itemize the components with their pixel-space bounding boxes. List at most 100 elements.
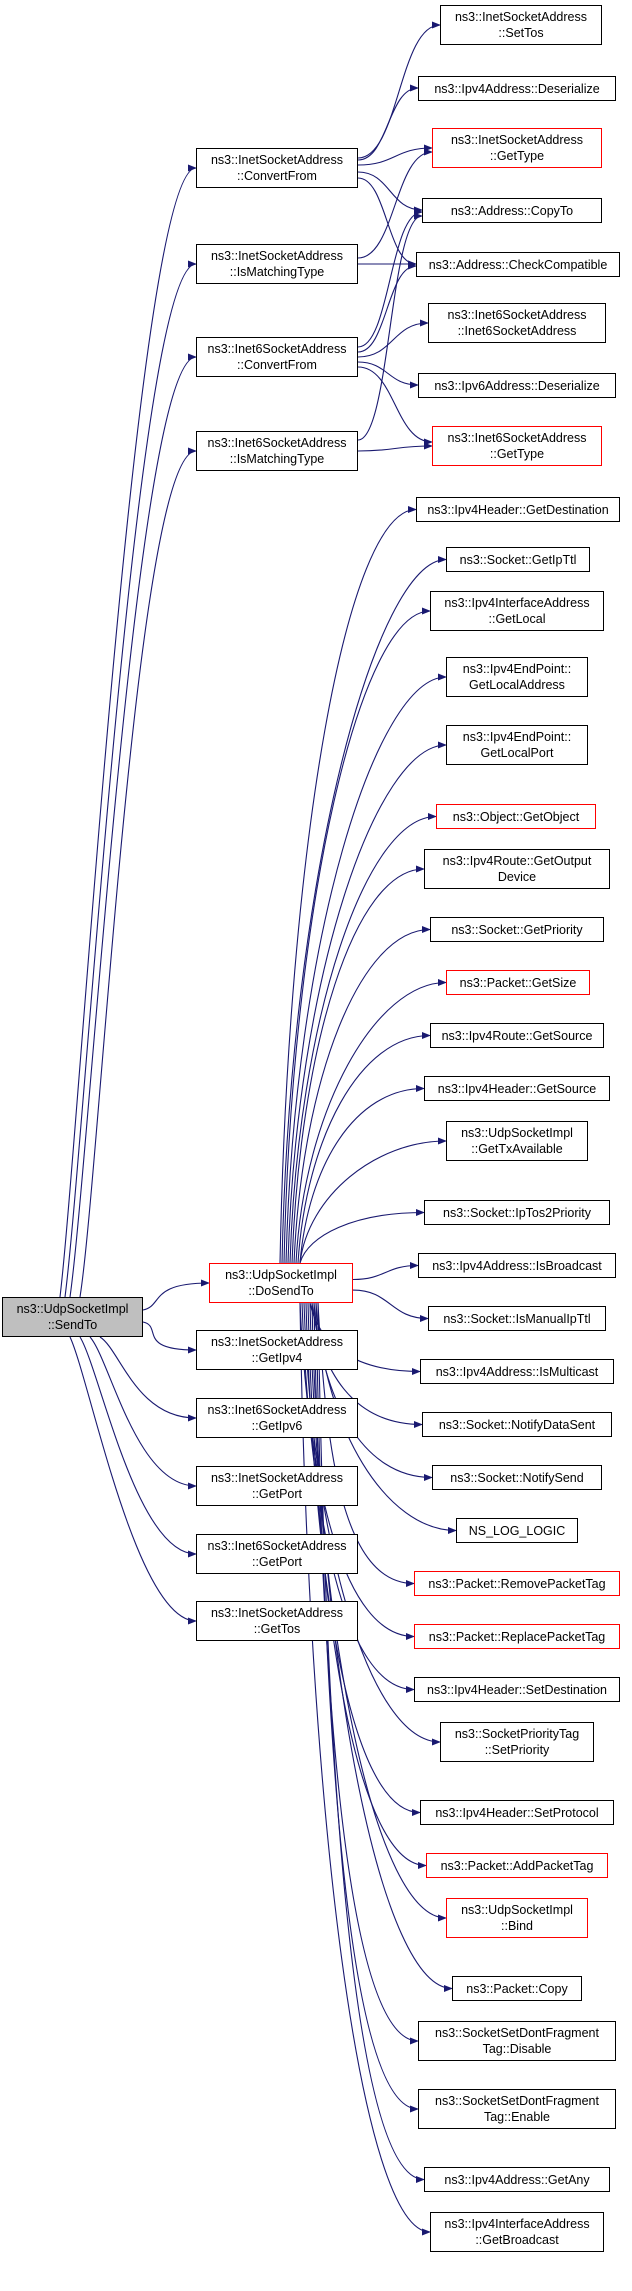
node-socket-ismanualipttl[interactable]: ns3::Socket::IsManualIpTtl bbox=[428, 1306, 606, 1331]
node-inetsocketaddress-gettype[interactable]: ns3::InetSocketAddress ::GetType bbox=[432, 128, 602, 168]
node-label: ::GetLocal bbox=[488, 612, 546, 626]
node-inet6socketaddress-gettype[interactable]: ns3::Inet6SocketAddress ::GetType bbox=[432, 426, 602, 466]
edge-dosend-1 bbox=[281, 555, 447, 1264]
node-label: ns3::Ipv4Address::Deserialize bbox=[434, 81, 600, 96]
node-inet6socketaddress-getipv6[interactable]: ns3::Inet6SocketAddress ::GetIpv6 bbox=[196, 1398, 358, 1438]
edge-dosend-9 bbox=[297, 1031, 431, 1264]
node-inetsocketaddress-convertfrom[interactable]: ns3::InetSocketAddress ::ConvertFrom bbox=[196, 148, 358, 188]
node-label: ::IsMatchingType bbox=[229, 265, 325, 279]
node-label: ns3::Ipv4Address::IsMulticast bbox=[435, 1364, 599, 1379]
node-ipv4header-setprotocol[interactable]: ns3::Ipv4Header::SetProtocol bbox=[420, 1800, 614, 1825]
node-label: ns3::SocketSetDontFragment bbox=[435, 2026, 599, 2040]
node-label: ::GetIpv4 bbox=[251, 1351, 303, 1365]
node-label: ns3::Packet::ReplacePacketTag bbox=[428, 1629, 606, 1644]
edge-dosend-14 bbox=[352, 1289, 429, 1323]
node-socket-notifysend[interactable]: ns3::Socket::NotifySend bbox=[432, 1465, 602, 1490]
node-object-getobject[interactable]: ns3::Object::GetObject bbox=[436, 804, 596, 829]
edge-addr-10 bbox=[357, 361, 419, 389]
node-label: ::GetType bbox=[489, 447, 545, 461]
node-ipv4route-getsource[interactable]: ns3::Ipv4Route::GetSource bbox=[430, 1023, 604, 1048]
node-socketprioritytag-setpriority[interactable]: ns3::SocketPriorityTag::SetPriority bbox=[440, 1722, 594, 1762]
node-ipv4interfaceaddress-getlocal[interactable]: ns3::Ipv4InterfaceAddress::GetLocal bbox=[430, 591, 604, 631]
node-socket-getipttl[interactable]: ns3::Socket::GetIpTtl bbox=[446, 547, 590, 572]
node-label: ::GetTxAvailable bbox=[471, 1142, 563, 1156]
node-socket-notifydatasent[interactable]: ns3::Socket::NotifyDataSent bbox=[422, 1412, 612, 1437]
node-label: ns3::Ipv4Header::GetSource bbox=[437, 1081, 597, 1096]
node-label: ::SendTo bbox=[47, 1318, 98, 1332]
edge-addr-8 bbox=[357, 262, 417, 353]
edge-dosend-6 bbox=[291, 865, 425, 1264]
node-udpsocketimpl-bind[interactable]: ns3::UdpSocketImpl::Bind bbox=[446, 1898, 588, 1938]
node-ipv4endpoint-getlocaladdress[interactable]: ns3::Ipv4EndPoint::GetLocalAddress bbox=[446, 657, 588, 697]
node-packet-removepackettag[interactable]: ns3::Packet::RemovePacketTag bbox=[414, 1571, 620, 1596]
edge-dosend-25 bbox=[309, 1302, 447, 1922]
node-label: ns3::Inet6SocketAddress bbox=[207, 1539, 347, 1553]
node-label: ns3::Socket::IpTos2Priority bbox=[443, 1205, 591, 1220]
node-inet6socketaddress-ismatchingtype[interactable]: ns3::Inet6SocketAddress ::IsMatchingType bbox=[196, 431, 358, 471]
node-socket-getpriority[interactable]: ns3::Socket::GetPriority bbox=[430, 917, 604, 942]
node-label: ns3::Socket::GetPriority bbox=[451, 922, 583, 937]
edge-dosend-11 bbox=[299, 1137, 447, 1264]
node-packet-copy[interactable]: ns3::Packet::Copy bbox=[452, 1976, 582, 2001]
node-label: ns3::Ipv4Address::GetAny bbox=[444, 2172, 590, 2187]
edge-root-6 bbox=[99, 1336, 197, 1422]
node-label: ns3::Ipv6Address::Deserialize bbox=[434, 378, 600, 393]
node-inetsocketaddress-gettos[interactable]: ns3::InetSocketAddress ::GetTos bbox=[196, 1601, 358, 1641]
node-packet-replacepackettag[interactable]: ns3::Packet::ReplacePacketTag bbox=[414, 1624, 620, 1649]
edge-dosend-12 bbox=[299, 1208, 425, 1264]
edge-dosend-2 bbox=[283, 607, 431, 1264]
node-label: ns3::Inet6SocketAddress bbox=[207, 436, 347, 450]
edge-addr-2 bbox=[357, 144, 433, 166]
node-udpsocketimpl-gettxavailable[interactable]: ns3::UdpSocketImpl::GetTxAvailable bbox=[446, 1121, 588, 1161]
node-address-copyto[interactable]: ns3::Address::CopyTo bbox=[422, 198, 602, 223]
edge-dosend-5 bbox=[289, 812, 437, 1264]
node-ipv4address-deserialize[interactable]: ns3::Ipv4Address::Deserialize bbox=[418, 76, 616, 101]
edge-dosend-29 bbox=[317, 1302, 425, 2184]
node-inet6socketaddress-convertfrom[interactable]: ns3::Inet6SocketAddress ::ConvertFrom bbox=[196, 337, 358, 377]
edge-dosend-4 bbox=[287, 741, 447, 1264]
node-label: ::GetType bbox=[489, 149, 545, 163]
node-socket-iptos2priority[interactable]: ns3::Socket::IpTos2Priority bbox=[424, 1200, 610, 1225]
node-ns-log-logic[interactable]: NS_LOG_LOGIC bbox=[456, 1518, 578, 1543]
node-ipv4address-getany[interactable]: ns3::Ipv4Address::GetAny bbox=[424, 2167, 610, 2192]
node-inet6socketaddress-getport[interactable]: ns3::Inet6SocketAddress ::GetPort bbox=[196, 1534, 358, 1574]
node-label: ::Bind bbox=[501, 1919, 533, 1933]
edge-addr-5 bbox=[357, 148, 433, 259]
node-ipv4endpoint-getlocalport[interactable]: ns3::Ipv4EndPoint::GetLocalPort bbox=[446, 725, 588, 765]
node-label: ::GetTos bbox=[253, 1622, 301, 1636]
node-label: ::GetPort bbox=[251, 1555, 303, 1569]
node-address-checkcompatible[interactable]: ns3::Address::CheckCompatible bbox=[416, 252, 620, 277]
node-inetsocketaddress-settos[interactable]: ns3::InetSocketAddress ::SetTos bbox=[440, 5, 602, 45]
node-ipv4header-getsource[interactable]: ns3::Ipv4Header::GetSource bbox=[424, 1076, 610, 1101]
node-ipv4header-setdestination[interactable]: ns3::Ipv4Header::SetDestination bbox=[414, 1677, 620, 1702]
node-packet-getsize[interactable]: ns3::Packet::GetSize bbox=[446, 970, 590, 995]
node-udpsocketimpl-dosendto[interactable]: ns3::UdpSocketImpl ::DoSendTo bbox=[209, 1263, 353, 1303]
node-ipv6address-deserialize[interactable]: ns3::Ipv6Address::Deserialize bbox=[418, 373, 616, 398]
edge-addr-7 bbox=[357, 208, 423, 348]
node-label: ns3::Ipv4EndPoint:: bbox=[462, 662, 572, 676]
node-label: ::ConvertFrom bbox=[237, 358, 317, 372]
edge-addr-9 bbox=[357, 319, 429, 358]
edge-dosend-13 bbox=[352, 1261, 419, 1281]
node-ipv4header-getdestination[interactable]: ns3::Ipv4Header::GetDestination bbox=[416, 497, 620, 522]
edge-addr-13 bbox=[357, 442, 433, 452]
node-packet-addpackettag[interactable]: ns3::Packet::AddPacketTag bbox=[426, 1853, 608, 1878]
node-label: ns3::SocketSetDontFragment bbox=[435, 2094, 599, 2108]
node-label: ns3::Address::CopyTo bbox=[450, 203, 574, 218]
node-label: ::GetIpv6 bbox=[251, 1419, 303, 1433]
node-inetsocketaddress-getipv4[interactable]: ns3::InetSocketAddress ::GetIpv4 bbox=[196, 1330, 358, 1370]
node-inet6socketaddress-ctor[interactable]: ns3::Inet6SocketAddress ::Inet6SocketAdd… bbox=[428, 303, 606, 343]
node-inetsocketaddress-getport[interactable]: ns3::InetSocketAddress ::GetPort bbox=[196, 1466, 358, 1506]
node-ipv4address-ismulticast[interactable]: ns3::Ipv4Address::IsMulticast bbox=[420, 1359, 614, 1384]
node-udpsocketimpl-sendto: ns3::UdpSocketImpl ::SendTo bbox=[2, 1297, 143, 1337]
node-label: ns3::Ipv4Route::GetSource bbox=[441, 1028, 593, 1043]
node-ipv4interfaceaddress-getbroadcast[interactable]: ns3::Ipv4InterfaceAddress::GetBroadcast bbox=[430, 2212, 604, 2252]
node-label: ns3::InetSocketAddress bbox=[450, 133, 584, 147]
node-label: ns3::Ipv4Route::GetOutput bbox=[442, 854, 592, 868]
node-inetsocketaddress-ismatchingtype[interactable]: ns3::InetSocketAddress ::IsMatchingType bbox=[196, 244, 358, 284]
node-ipv4address-isbroadcast[interactable]: ns3::Ipv4Address::IsBroadcast bbox=[418, 1253, 616, 1278]
